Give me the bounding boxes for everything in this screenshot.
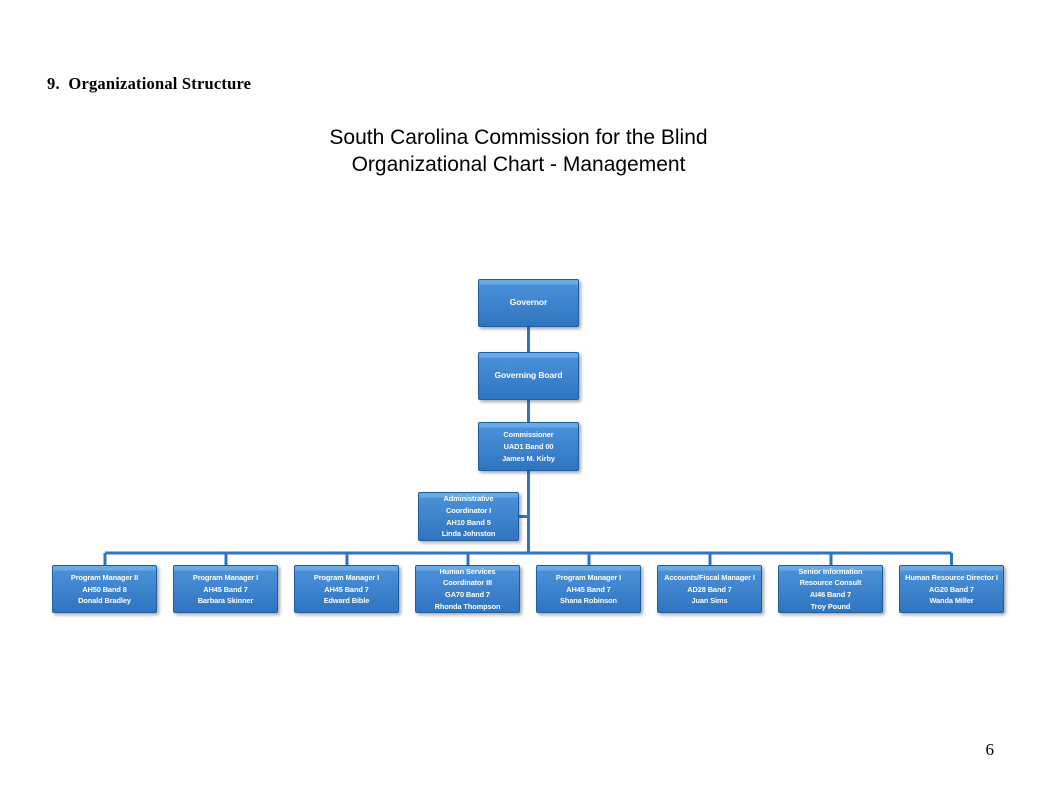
node-name: Rhonda Thompson: [434, 601, 501, 611]
node-title: Program Manager I: [192, 572, 259, 582]
node-title: Accounts/Fiscal Manager I: [664, 572, 755, 582]
node-code: UAD1 Band 00: [503, 442, 554, 451]
node-name: Shana Robinson: [560, 596, 617, 605]
chart-title: South Carolina Commission for the Blind …: [0, 124, 1037, 178]
node-title: Human Services Coordinator III: [439, 566, 496, 588]
node-code: AH45 Band 7: [203, 584, 248, 594]
node-title: Human Resource Director I: [905, 572, 998, 582]
section-heading: 9. Organizational Structure: [47, 74, 252, 93]
node-name: Edward Bible: [323, 596, 370, 605]
node-code: AD28 Band 7: [687, 584, 732, 594]
node-title: Program Manager I: [313, 572, 380, 582]
node-title: Administrative Coordinator I: [443, 494, 494, 515]
node-code: AH45 Band 7: [566, 584, 611, 594]
node-code: AH10 Band 5: [446, 517, 491, 527]
org-node-management-4[interactable]: Human Services Coordinator III GA70 Band…: [415, 565, 520, 613]
org-node-management-2[interactable]: Program Manager I AH45 Band 7 Barbara Sk…: [173, 565, 278, 613]
node-code: AH45 Band 7: [324, 584, 369, 594]
node-code: AG20 Band 7: [929, 584, 974, 594]
chart-title-line-2: Organizational Chart - Management: [351, 153, 686, 176]
node-title: Program Manager I: [555, 572, 622, 582]
node-name: James M. Kirby: [502, 453, 555, 463]
org-node-governing-board[interactable]: Governing Board: [478, 352, 579, 400]
org-node-administrative-coordinator[interactable]: Administrative Coordinator I AH10 Band 5…: [418, 492, 519, 541]
node-title: Commissioner: [503, 430, 554, 439]
org-node-management-6[interactable]: Accounts/Fiscal Manager I AD28 Band 7 Ju…: [657, 565, 762, 613]
node-title: Governing Board: [494, 370, 563, 381]
node-title: Governor: [509, 297, 548, 308]
chart-title-line-1: South Carolina Commission for the Blind: [329, 126, 708, 149]
node-name: Wanda Miller: [929, 596, 974, 605]
node-code: AH50 Band 8: [82, 584, 127, 594]
node-code: GA70 Band 7: [445, 590, 490, 600]
node-name: Linda Johnston: [441, 529, 496, 539]
node-title: Senior Information Resource Consult: [798, 566, 863, 588]
node-name: Donald Bradley: [78, 596, 131, 605]
org-node-management-7[interactable]: Senior Information Resource Consult AI46…: [778, 565, 883, 613]
org-node-management-1[interactable]: Program Manager II AH50 Band 8 Donald Br…: [52, 565, 157, 613]
org-node-governor[interactable]: Governor: [478, 279, 579, 327]
page-number: 6: [985, 740, 995, 759]
org-node-management-3[interactable]: Program Manager I AH45 Band 7 Edward Bib…: [294, 565, 399, 613]
node-title: Program Manager II: [70, 572, 139, 582]
org-node-commissioner[interactable]: Commissioner UAD1 Band 00 James M. Kirby: [478, 422, 579, 471]
org-node-management-5[interactable]: Program Manager I AH45 Band 7 Shana Robi…: [536, 565, 641, 613]
node-name: Barbara Skinner: [197, 596, 254, 605]
node-code: AI46 Band 7: [809, 590, 852, 600]
node-name: Troy Pound: [810, 601, 851, 611]
org-node-management-8[interactable]: Human Resource Director I AG20 Band 7 Wa…: [899, 565, 1004, 613]
node-name: Juan Sims: [691, 596, 728, 605]
